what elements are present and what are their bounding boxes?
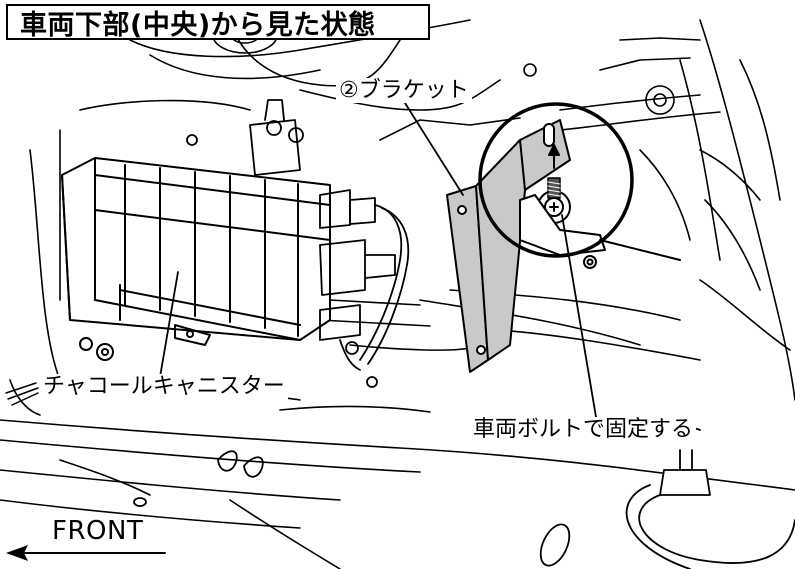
leader-bolt [561,214,597,418]
body-structure [0,19,795,569]
bracket-part [446,119,571,373]
front-label: FRONT [52,516,144,546]
leader-canister [159,271,179,378]
bolt-detail [519,144,681,269]
zoom-circle [478,102,634,258]
canister-label: チャコールキャニスター [40,374,288,400]
bracket-label: ②ブラケット [336,78,472,104]
lower-components [133,420,795,569]
front-arrow-icon [6,545,166,561]
canister-connectors [186,99,410,388]
leader-bracket [404,102,464,196]
title-box: 車両下部(中央)から見た状態 [6,4,430,41]
bolt-label: 車両ボルトで固定する [470,417,697,443]
callout-pointer-icon [5,382,39,406]
charcoal-canister [61,157,331,361]
leader-lines [159,102,597,418]
page-title: 車両下部(中央)から見た状態 [20,9,376,41]
